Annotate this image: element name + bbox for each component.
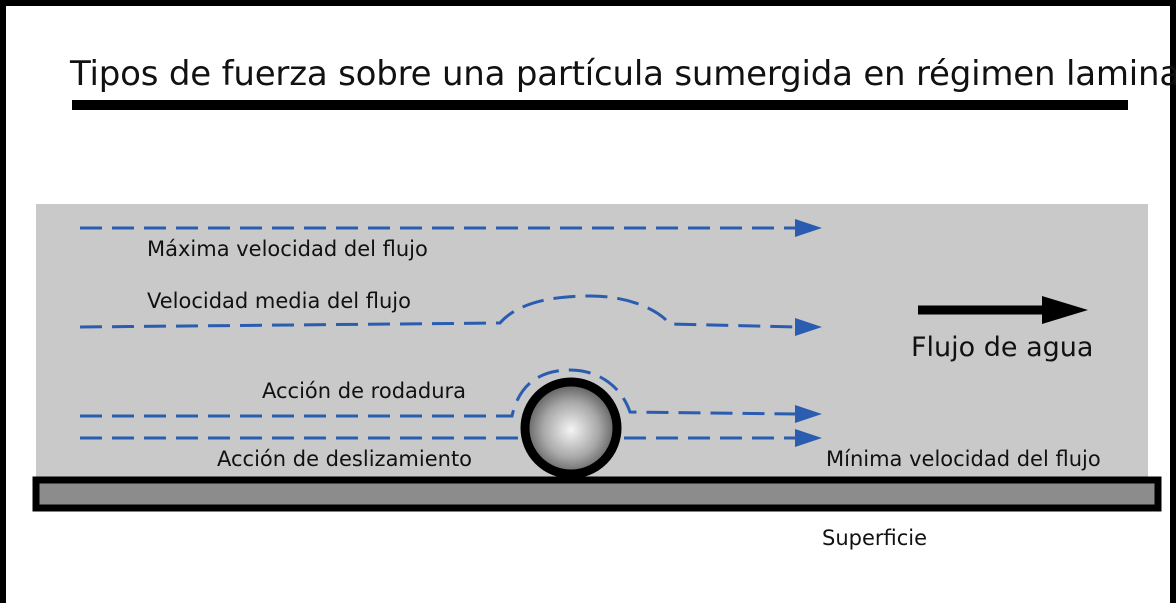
surface-bar xyxy=(32,476,1162,512)
sliding-streamline xyxy=(80,429,822,447)
rolling-action-label: Acción de rodadura xyxy=(262,379,466,403)
title-underline xyxy=(72,100,1128,110)
min-velocity-label: Mínima velocidad del flujo xyxy=(826,447,1101,471)
diagram-title: Tipos de fuerza sobre una partícula sume… xyxy=(70,54,1176,94)
particle-sphere-icon xyxy=(520,377,622,479)
max-velocity-streamline xyxy=(80,219,822,237)
mean-velocity-streamline xyxy=(79,294,822,336)
surface-label: Superficie xyxy=(822,526,927,550)
sliding-action-label: Acción de deslizamiento xyxy=(217,447,472,471)
rolling-streamline xyxy=(80,368,822,423)
water-flow-label: Flujo de agua xyxy=(911,332,1093,363)
mean-velocity-label: Velocidad media del flujo xyxy=(147,289,411,313)
flow-direction-right-arrow-icon xyxy=(918,296,1088,324)
max-velocity-label: Máxima velocidad del flujo xyxy=(147,237,428,261)
